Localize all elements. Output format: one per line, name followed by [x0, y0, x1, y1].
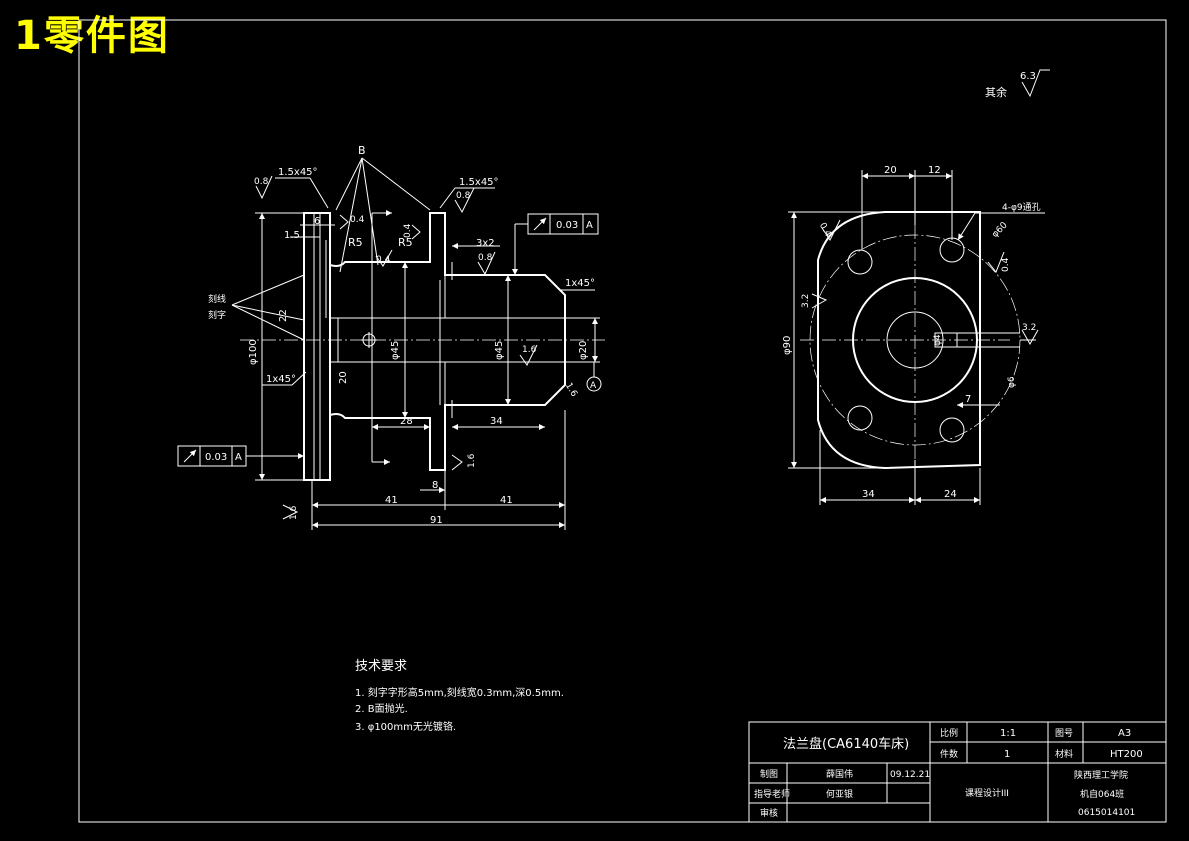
- scale-value: 1:1: [1000, 728, 1016, 739]
- rough-other-value: 6.3: [1020, 71, 1036, 82]
- material-label: 材料: [1055, 748, 1073, 760]
- rough-0-4-b: 0.4: [350, 215, 365, 225]
- rough-3-2-a: 3.2: [801, 294, 811, 308]
- radius-label-1: R5: [348, 236, 363, 249]
- dia-100: φ100: [248, 339, 259, 365]
- tolerance-value-2: 0.03: [205, 452, 227, 463]
- dim-20: 20: [884, 165, 897, 176]
- count-label: 件数: [940, 748, 958, 760]
- review-label: 审核: [760, 807, 778, 819]
- b-surface-mark: B: [358, 144, 366, 157]
- rough-other-symbol: 其余 6.3: [985, 69, 1050, 99]
- scale-label: 比例: [940, 727, 958, 739]
- rough-0-4-c: 0.4: [403, 223, 413, 238]
- drawing-frame: [78, 19, 1167, 823]
- knurl-label-line: 刻线: [208, 293, 226, 305]
- radius-label-2: R5: [398, 236, 413, 249]
- teacher-name: 何亚银: [826, 788, 853, 800]
- dim-12: 12: [928, 165, 941, 176]
- dim-34: 34: [862, 489, 875, 500]
- dim-20: 20: [338, 371, 349, 384]
- class-name: 机自064班: [1080, 788, 1124, 800]
- dia-20: φ20: [578, 341, 589, 360]
- dim-41-right: 41: [500, 495, 513, 506]
- dia-4: φ4: [933, 334, 943, 346]
- student-id: 0615014101: [1078, 808, 1135, 818]
- dia-6: φ6: [1007, 376, 1017, 388]
- dim-1-5: 1.5: [284, 230, 300, 241]
- dim-7: 7: [965, 394, 971, 405]
- tech-item-1: 1. 刻字字形高5mm,刻线宽0.3mm,深0.5mm.: [355, 686, 564, 699]
- dim-91: 91: [430, 515, 443, 526]
- drawing-no-value: A3: [1118, 728, 1131, 739]
- drawer-name: 薛国伟: [826, 768, 853, 780]
- chamfer-label-1: 1.5x45°: [278, 167, 318, 178]
- dia-60: φ60: [990, 220, 1010, 240]
- rough-0-8-a: 0.8: [254, 177, 269, 187]
- left-section-view: B 1.5x45° 1.5x45° 1x45° 1x45° R5 R5 6 1.…: [177, 144, 605, 530]
- dim-41-left: 41: [385, 495, 398, 506]
- dia-45-a: φ45: [390, 341, 401, 360]
- school-name: 陕西理工学院: [1074, 769, 1128, 781]
- chamfer-label-4: 1x45°: [266, 374, 296, 385]
- tech-heading: 技术要求: [355, 659, 407, 674]
- tolerance-ref-2: A: [235, 452, 242, 463]
- rough-1-6-d: 1.6: [563, 381, 579, 399]
- title-block: 法兰盘(CA6140车床) 比例 1:1 图号 A3 件数 1 材料 HT200…: [748, 721, 1167, 823]
- dim-3x2: 3x2: [476, 238, 495, 249]
- rough-1-6-c: 1.6: [289, 505, 299, 520]
- rough-0-4-a: 0.4: [376, 255, 391, 265]
- chamfer-label-2: 1.5x45°: [459, 177, 499, 188]
- drawing-date: 09.12.21: [890, 770, 930, 780]
- drawer-label: 制图: [760, 768, 778, 780]
- tech-requirements: 技术要求 1. 刻字字形高5mm,刻线宽0.3mm,深0.5mm. 2. B面抛…: [355, 659, 564, 733]
- rough-0-8-b: 0.8: [456, 191, 471, 201]
- teacher-label: 指导老师: [754, 788, 790, 800]
- dia-90: φ90: [782, 336, 793, 355]
- dim-22: 22: [278, 309, 289, 322]
- dim-28: 28: [400, 416, 413, 427]
- course-name: 课程设计III: [965, 787, 1009, 799]
- rough-0-4-b: 0.4: [1001, 257, 1011, 272]
- dim-34: 34: [490, 416, 503, 427]
- rough-0-8-c: 0.8: [478, 253, 493, 263]
- tech-item-3: 3. φ100mm无光镀铬.: [355, 720, 456, 733]
- right-end-view: 20 12 4-φ9通孔 φ90 34 24 7 3.2 3.2 0.4 0.4…: [782, 165, 1045, 505]
- count-value: 1: [1004, 749, 1010, 760]
- drawing-no-label: 图号: [1055, 728, 1073, 739]
- tolerance-value-1: 0.03: [556, 220, 578, 231]
- dia-45-b: φ45: [494, 341, 505, 360]
- chamfer-label-3: 1x45°: [565, 278, 595, 289]
- rough-1-6-a: 1.6: [522, 345, 537, 355]
- tech-item-2: 2. B面抛光.: [355, 702, 408, 715]
- rough-3-2-b: 3.2: [1022, 323, 1036, 333]
- datum-a-label: A: [590, 381, 597, 391]
- material-value: HT200: [1110, 749, 1143, 760]
- dim-24: 24: [944, 489, 957, 500]
- holes-label: 4-φ9通孔: [1002, 202, 1041, 213]
- rough-other-label: 其余: [985, 85, 1007, 99]
- tolerance-ref-1: A: [586, 220, 593, 231]
- dim-8: 8: [432, 480, 438, 491]
- rough-1-6-b: 1.6: [467, 453, 477, 468]
- knurl-label-text: 刻字: [208, 309, 226, 321]
- dim-6: 6: [314, 216, 320, 227]
- page-title: 1零件图: [14, 13, 170, 59]
- part-name: 法兰盘(CA6140车床): [783, 736, 909, 752]
